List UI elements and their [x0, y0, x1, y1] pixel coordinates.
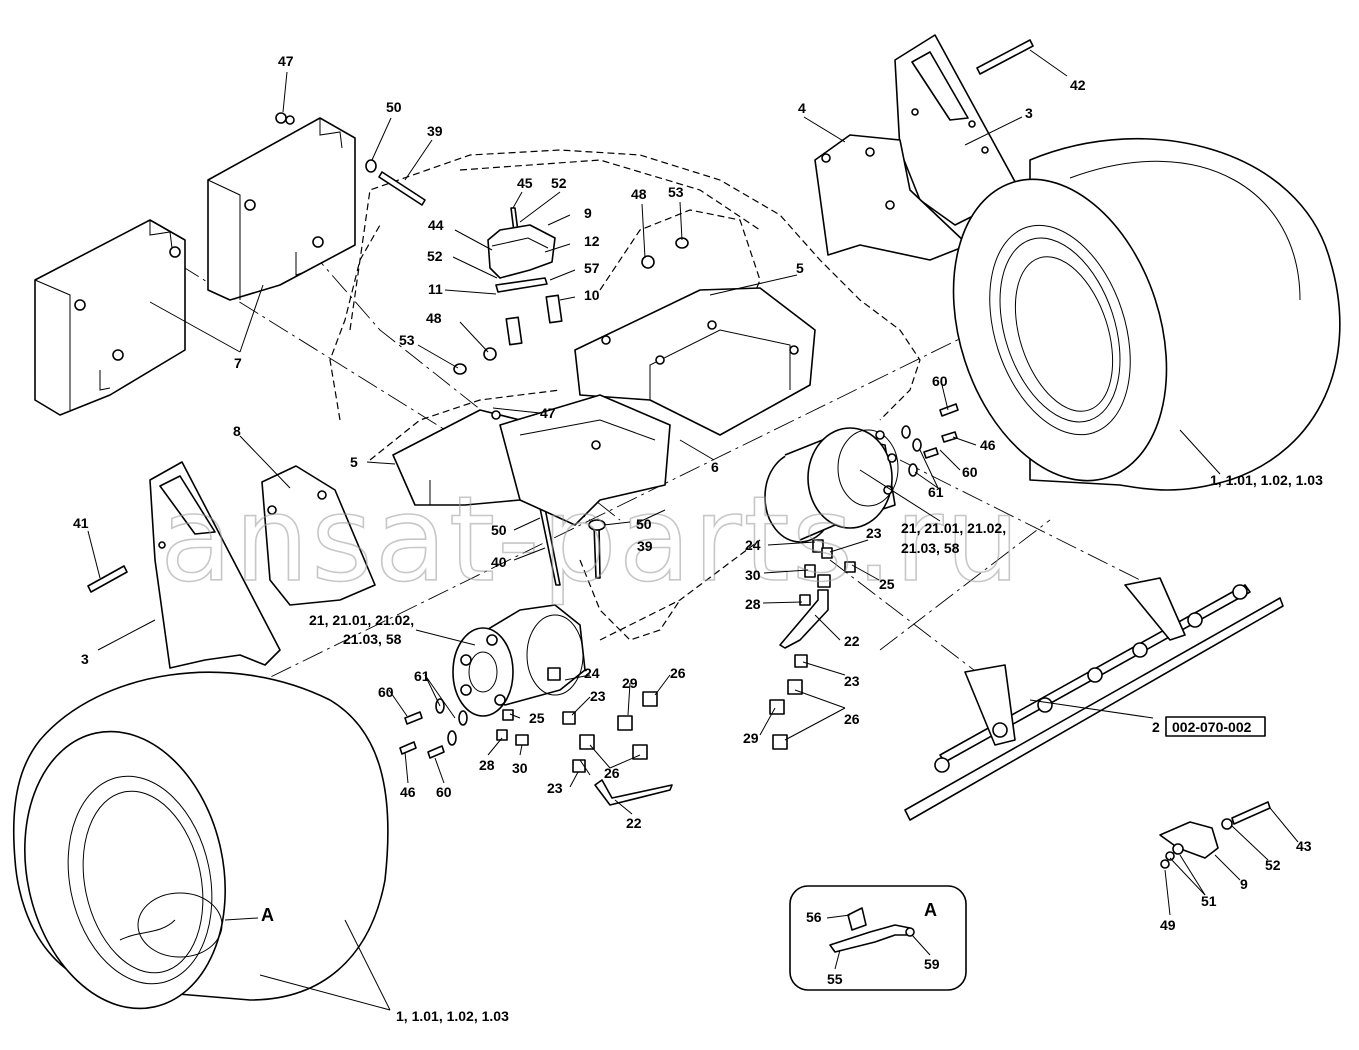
- callout-51: 51: [1201, 893, 1217, 909]
- callout-23: 23: [844, 673, 860, 689]
- callout-labels: 47 50 39 45 52 9 44 12 52 57 11 10 48 53…: [73, 53, 1323, 1024]
- callout-21-right-line1: 21, 21.01, 21.02,: [901, 520, 1006, 536]
- callout-61: 61: [928, 484, 944, 500]
- callout-40: 40: [491, 554, 507, 570]
- callout-44: 44: [428, 217, 444, 233]
- counterweight-left: [34, 219, 186, 416]
- callout-52: 52: [551, 175, 567, 191]
- callout-50: 50: [636, 516, 652, 532]
- callout-49: 49: [1160, 917, 1176, 933]
- scraper-mount-bracket: [1159, 801, 1271, 869]
- callout-28: 28: [479, 757, 495, 773]
- callout-39: 39: [637, 538, 653, 554]
- callout-60: 60: [378, 684, 394, 700]
- callout-28: 28: [745, 596, 761, 612]
- callout-8: 8: [233, 423, 241, 439]
- callout-26: 26: [604, 765, 620, 781]
- callout-53: 53: [668, 184, 684, 200]
- callout-23: 23: [590, 688, 606, 704]
- callout-10: 10: [584, 287, 600, 303]
- callout-25: 25: [529, 710, 545, 726]
- callout-21-left-line2: 21.03, 58: [343, 631, 402, 647]
- pivot-bracket-assembly: [487, 224, 556, 293]
- callout-5: 5: [350, 454, 358, 470]
- fender-plate-left: [149, 461, 281, 669]
- chassis-frame-outline: [329, 149, 921, 641]
- watermark: ansat-parts.ru: [160, 470, 1022, 608]
- callout-3: 3: [81, 651, 89, 667]
- fender-bracket-left: [261, 465, 376, 606]
- callout-21-right-line2: 21.03, 58: [901, 540, 960, 556]
- scraper-bar-assembly: [904, 577, 1284, 821]
- callout-47: 47: [278, 53, 294, 69]
- wheel-right: [952, 137, 1341, 491]
- detail-a-box: [789, 885, 967, 991]
- leader-lines: [87, 49, 1299, 1011]
- callout-48: 48: [631, 186, 647, 202]
- callout-22: 22: [626, 815, 642, 831]
- callout-1-right: 1, 1.01, 1.02, 1.03: [1210, 472, 1323, 488]
- callout-43: 43: [1296, 838, 1312, 854]
- reference-002-070-002: 002-070-002: [1172, 719, 1252, 735]
- callout-29: 29: [743, 730, 759, 746]
- wheel-left: [12, 671, 389, 1010]
- callout-24: 24: [745, 537, 761, 553]
- callout-57: 57: [584, 260, 600, 276]
- callout-29: 29: [622, 675, 638, 691]
- callout-5: 5: [796, 260, 804, 276]
- callout-60: 60: [962, 464, 978, 480]
- callout-53: 53: [399, 332, 415, 348]
- callout-4: 4: [798, 100, 806, 116]
- fender-plate-right: [894, 34, 1026, 226]
- callout-46: 46: [400, 784, 416, 800]
- callout-60: 60: [932, 373, 948, 389]
- drive-motor-left: [452, 604, 586, 717]
- callout-56: 56: [806, 909, 822, 925]
- callout-1-left: 1, 1.01, 1.02, 1.03: [396, 1008, 509, 1024]
- callout-23: 23: [547, 780, 563, 796]
- callout-2: 2: [1152, 719, 1160, 735]
- callout-60: 60: [436, 784, 452, 800]
- callout-39: 39: [427, 123, 443, 139]
- callout-61: 61: [414, 668, 430, 684]
- callout-26: 26: [844, 711, 860, 727]
- callout-12: 12: [584, 233, 600, 249]
- callout-52: 52: [427, 248, 443, 264]
- callout-24: 24: [584, 665, 600, 681]
- hydraulic-lines: [496, 539, 856, 806]
- callout-30: 30: [745, 567, 761, 583]
- counterweight-right: [207, 115, 356, 301]
- detail-a-title: A: [924, 900, 937, 920]
- callout-50: 50: [386, 99, 402, 115]
- callout-21-left-line1: 21, 21.01, 21.02,: [309, 612, 414, 628]
- drive-motor-right: [764, 427, 899, 543]
- callout-48: 48: [426, 310, 442, 326]
- callout-3: 3: [1025, 105, 1033, 121]
- motor-bolts: [399, 403, 959, 759]
- washer-nut-hardware: [87, 39, 1034, 593]
- callout-7: 7: [234, 355, 242, 371]
- callout-45: 45: [517, 175, 533, 191]
- callout-25: 25: [879, 576, 895, 592]
- callout-47: 47: [540, 405, 556, 421]
- callout-22: 22: [844, 633, 860, 649]
- callout-6: 6: [711, 459, 719, 475]
- callout-46: 46: [980, 437, 996, 453]
- callout-26: 26: [670, 665, 686, 681]
- callout-42: 42: [1070, 77, 1086, 93]
- callout-30: 30: [512, 760, 528, 776]
- callout-11: 11: [428, 281, 443, 297]
- callout-55: 55: [827, 971, 843, 987]
- callout-23: 23: [866, 525, 882, 541]
- callout-52: 52: [1265, 857, 1281, 873]
- detail-a-callout: A: [261, 905, 274, 925]
- callout-50: 50: [491, 522, 507, 538]
- reference-box: [1165, 716, 1266, 737]
- callout-59: 59: [924, 956, 940, 972]
- callout-9: 9: [584, 205, 592, 221]
- callout-41: 41: [73, 515, 89, 531]
- callout-9: 9: [1240, 876, 1248, 892]
- cover-lower-center: [491, 394, 671, 526]
